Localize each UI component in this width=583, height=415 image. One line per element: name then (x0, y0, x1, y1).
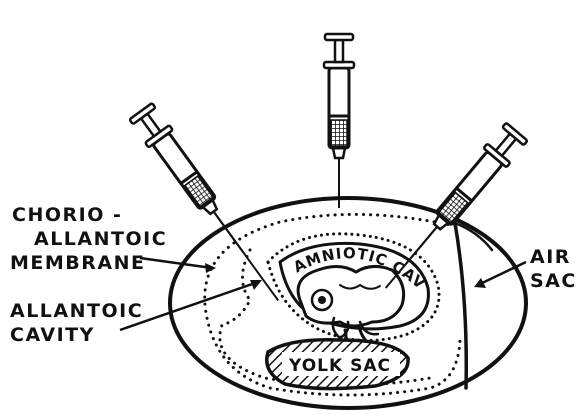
label-chorio-line2: ALLANTOIC (34, 228, 167, 250)
label-air-line1: AIR (530, 246, 571, 268)
label-allantoic-line1: ALLANTOIC (10, 300, 143, 322)
label-allantoic-line2: CAVITY (10, 324, 95, 346)
label-chorio-line3: MEMBRANE (10, 252, 146, 274)
label-chorio-line1: CHORIO - (12, 204, 122, 226)
label-air-line2: SAC (530, 270, 577, 292)
membrane-pointer (140, 258, 212, 268)
syringe-icon (324, 34, 354, 208)
syringe-icon (129, 102, 291, 309)
yolk-sac-label: YOLK SAC (288, 356, 391, 376)
